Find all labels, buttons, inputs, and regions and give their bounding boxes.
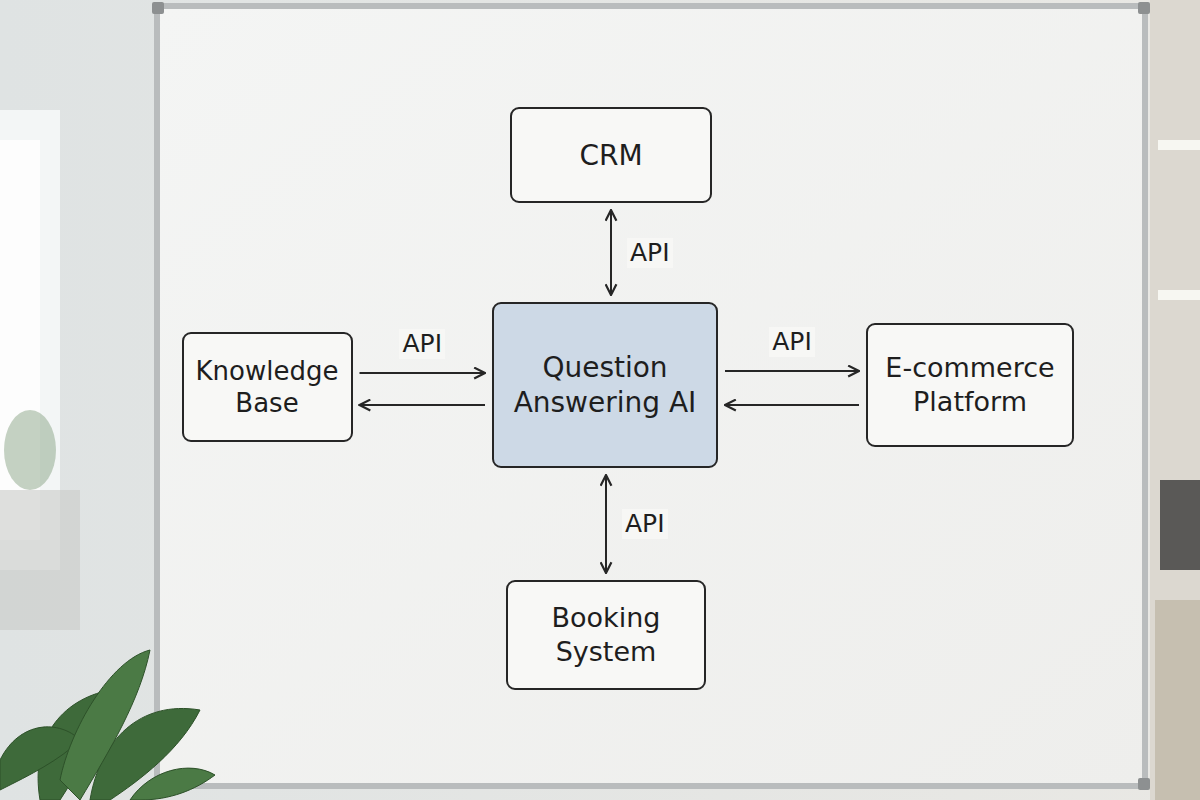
box-label: Question Answering AI xyxy=(504,350,706,420)
box-label: E-commerce Platform xyxy=(878,351,1062,419)
box-label: Booking System xyxy=(518,601,694,669)
connector-label: API xyxy=(769,327,815,357)
api-connector xyxy=(725,370,859,372)
system-box: Booking System xyxy=(506,580,706,690)
api-connector xyxy=(360,372,486,374)
connector-label: API xyxy=(399,329,445,359)
system-box: CRM xyxy=(510,107,712,203)
box-label: CRM xyxy=(579,138,642,173)
connector-label: API xyxy=(622,509,668,539)
connector-label: API xyxy=(627,238,673,268)
api-connector xyxy=(725,404,859,406)
api-connector xyxy=(605,475,607,573)
system-box: Knowledge Base xyxy=(182,332,353,442)
box-label: Knowledge Base xyxy=(194,355,341,420)
central-ai-box: Question Answering AI xyxy=(492,302,718,468)
api-connector xyxy=(610,210,612,295)
api-connector xyxy=(360,404,486,406)
system-box: E-commerce Platform xyxy=(866,323,1074,447)
